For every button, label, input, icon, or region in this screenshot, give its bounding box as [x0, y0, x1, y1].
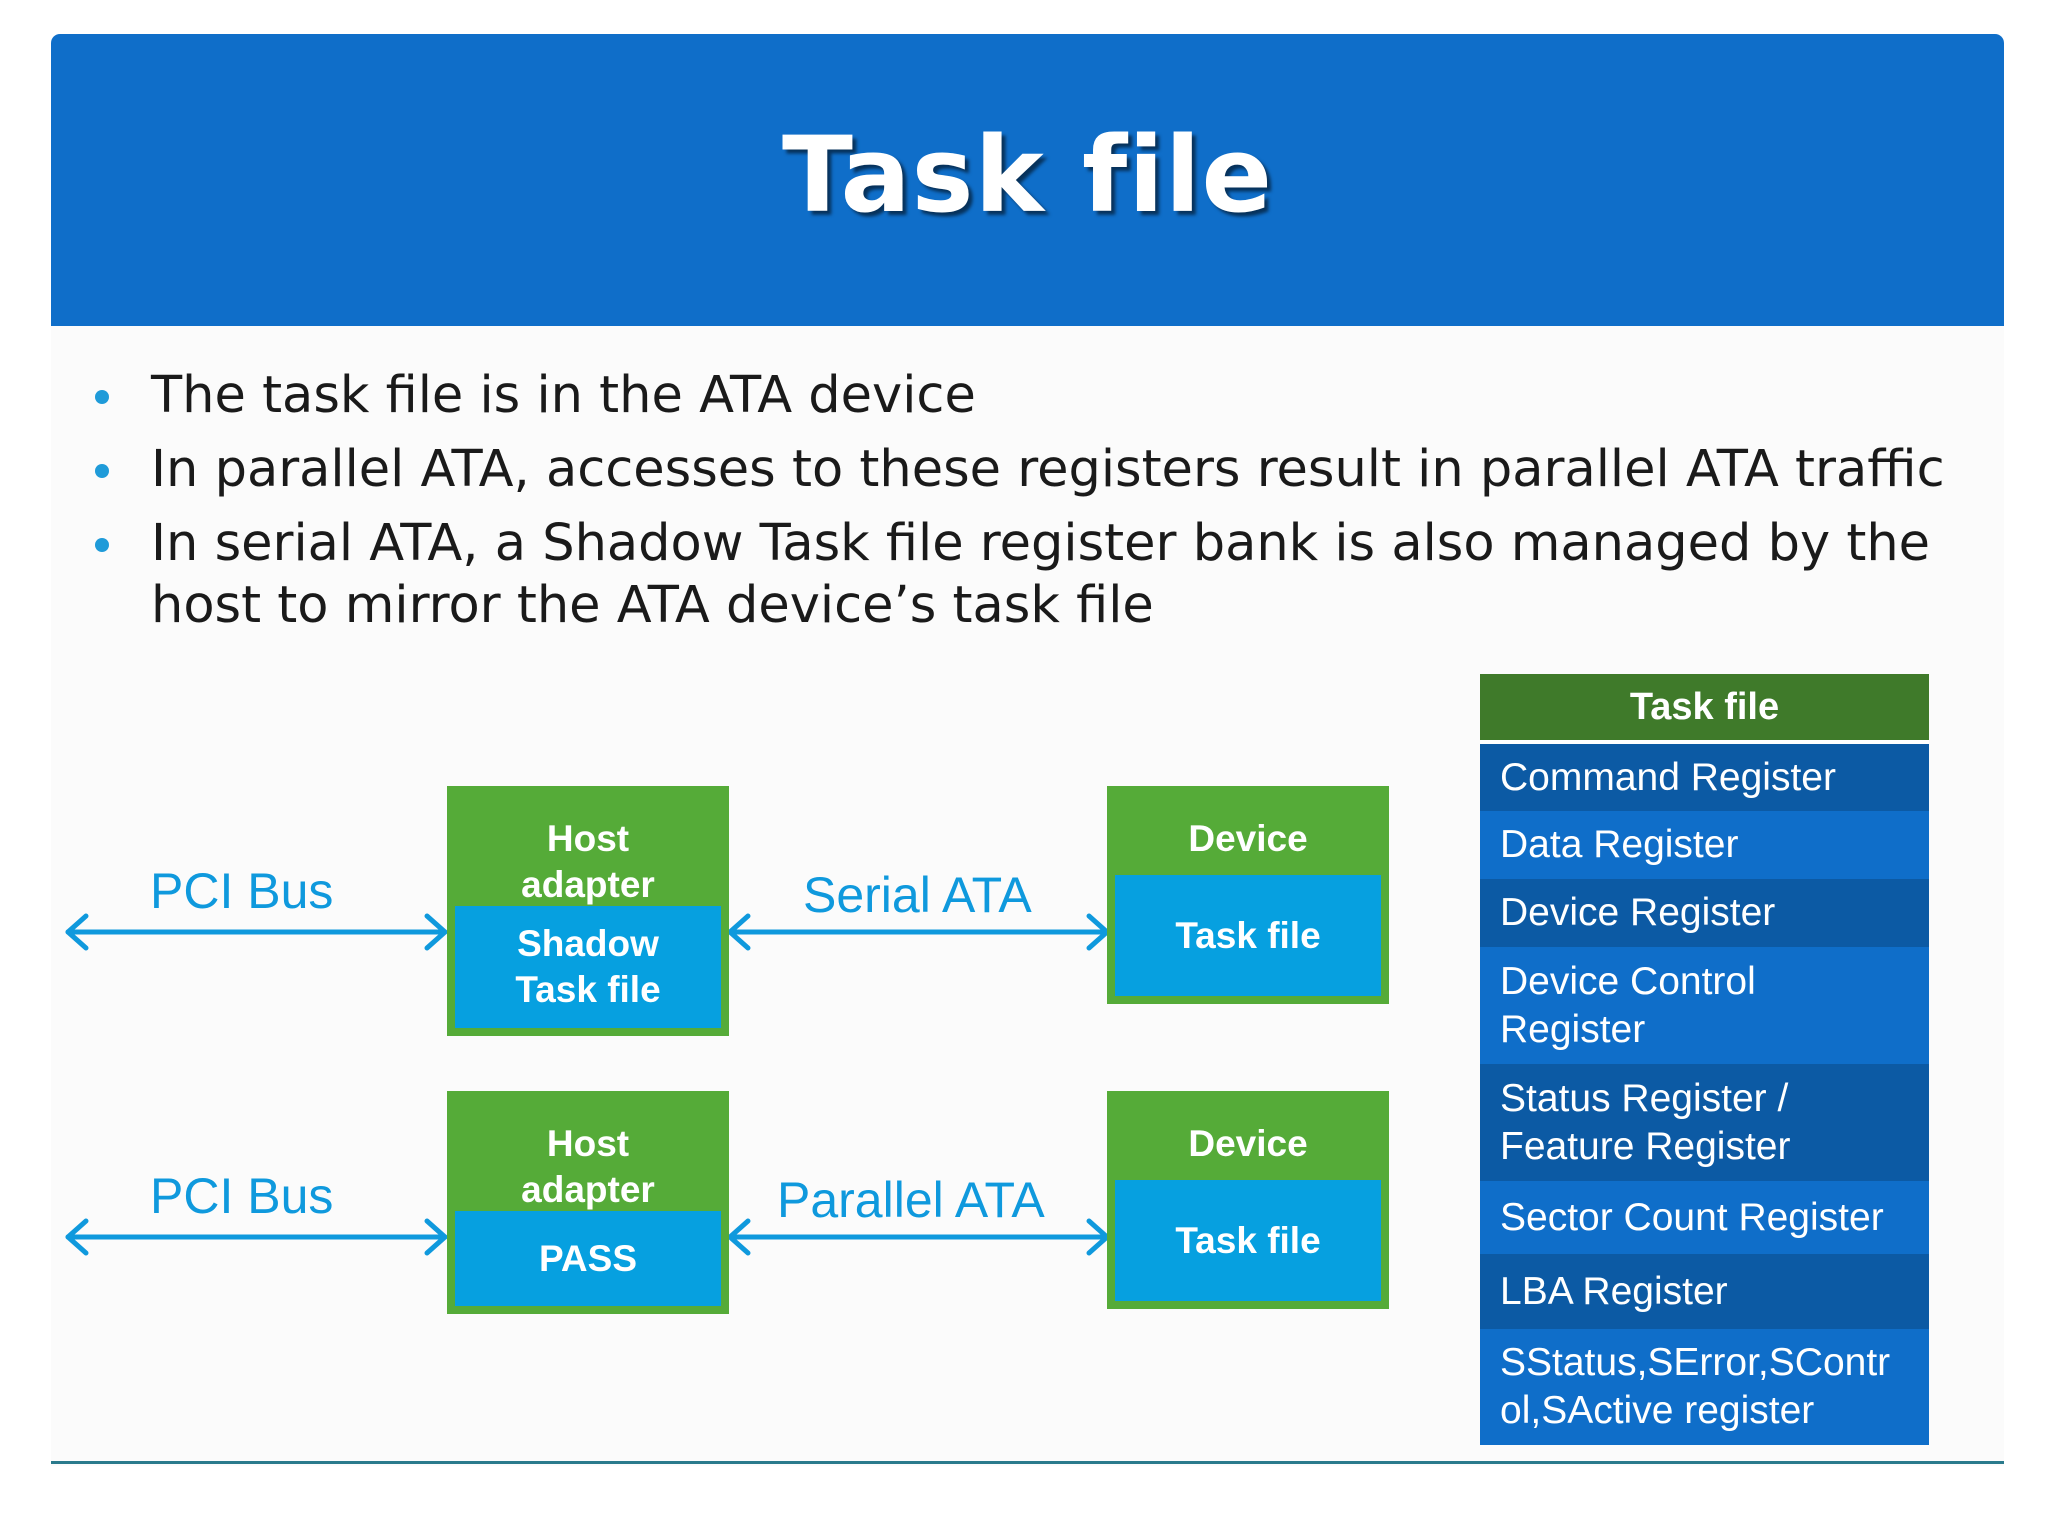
table-row: LBA Register [1480, 1254, 1929, 1329]
table-cell: Sector Count Register [1500, 1195, 1884, 1239]
host-adapter-label: Host adapter [521, 818, 655, 905]
task-file-label: Task file [1175, 1219, 1321, 1261]
task-file-block: Task file [1115, 875, 1381, 996]
host-adapter-box: Host adapter PASS [447, 1091, 729, 1314]
bullet-dot-icon [95, 464, 109, 478]
bullet-text: The task file is in the ATA device [151, 366, 976, 425]
table-cell: Device Register [1500, 891, 1776, 934]
table-header: Task file [1480, 674, 1929, 744]
pci-bus-label: PCI Bus [150, 863, 334, 919]
table-cell: Device Control Register [1500, 959, 1756, 1051]
task-file-block: Task file [1115, 1180, 1381, 1301]
bullet-item: The task file is in the ATA device [88, 365, 1968, 427]
bullet-dot-icon [95, 538, 109, 552]
table-row: Data Register [1480, 811, 1929, 879]
table-row: Sector Count Register [1480, 1181, 1929, 1254]
host-adapter-label: Host adapter [521, 1123, 655, 1210]
bullet-item: In parallel ATA, accesses to these regis… [88, 439, 1968, 501]
device-label: Device [1188, 818, 1308, 859]
title-banner: Task file [51, 34, 2004, 326]
bullet-text: In serial ATA, a Shadow Task file regist… [151, 514, 1931, 635]
device-box: Device Task file [1107, 786, 1389, 1004]
table-cell: Status Register / Feature Register [1500, 1076, 1791, 1168]
table-row: Device Register [1480, 879, 1929, 947]
device-box: Device Task file [1107, 1091, 1389, 1309]
page-title: Task file [781, 114, 1274, 236]
footer-divider [51, 1461, 2004, 1464]
bullet-text: In parallel ATA, accesses to these regis… [151, 440, 1945, 499]
table-row: Status Register / Feature Register [1480, 1064, 1929, 1181]
table-cell: Command Register [1500, 755, 1836, 799]
bullet-list: The task file is in the ATA device In pa… [88, 365, 1968, 649]
bullet-dot-icon [95, 390, 109, 404]
device-label: Device [1188, 1123, 1308, 1164]
table-row: Command Register [1480, 744, 1929, 811]
serial-ata-label: Serial ATA [803, 867, 1032, 923]
pass-block: PASS [455, 1211, 721, 1306]
shadow-task-file-label: Shadow Task file [515, 923, 661, 1010]
host-adapter-box: Host adapter Shadow Task file [447, 786, 729, 1036]
table-cell: LBA Register [1500, 1269, 1728, 1313]
parallel-ata-label: Parallel ATA [777, 1172, 1045, 1228]
table-cell: Data Register [1500, 823, 1739, 866]
table-row: Device Control Register [1480, 947, 1929, 1064]
task-file-label: Task file [1175, 914, 1321, 956]
shadow-task-file-block: Shadow Task file [455, 906, 721, 1028]
table-cell: SStatus,SError,SControl,SActive register [1500, 1341, 1891, 1432]
pci-bus-label: PCI Bus [150, 1168, 334, 1224]
bullet-item: In serial ATA, a Shadow Task file regist… [88, 513, 1968, 637]
task-file-table: Task file Command Register Data Register… [1480, 674, 1929, 1445]
table-row: SStatus,SError,SControl,SActive register [1480, 1329, 1929, 1445]
pass-label: PASS [538, 1237, 637, 1279]
